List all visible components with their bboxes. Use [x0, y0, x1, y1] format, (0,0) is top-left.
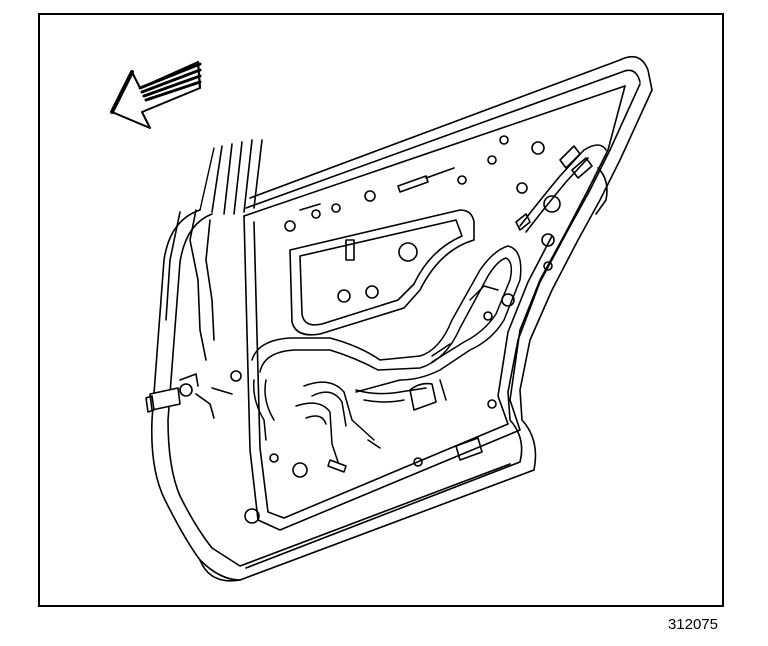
- hinge-side-connector: [145, 209, 233, 419]
- door-outer-shell: [150, 55, 653, 582]
- rear-channel-connectors: [515, 144, 608, 233]
- figure-number: 312075: [667, 616, 718, 633]
- wiring-harness: [251, 245, 522, 473]
- door-inner-panel: [230, 85, 626, 531]
- forward-direction-arrow-icon: [110, 61, 202, 129]
- illustration-frame: [38, 13, 724, 607]
